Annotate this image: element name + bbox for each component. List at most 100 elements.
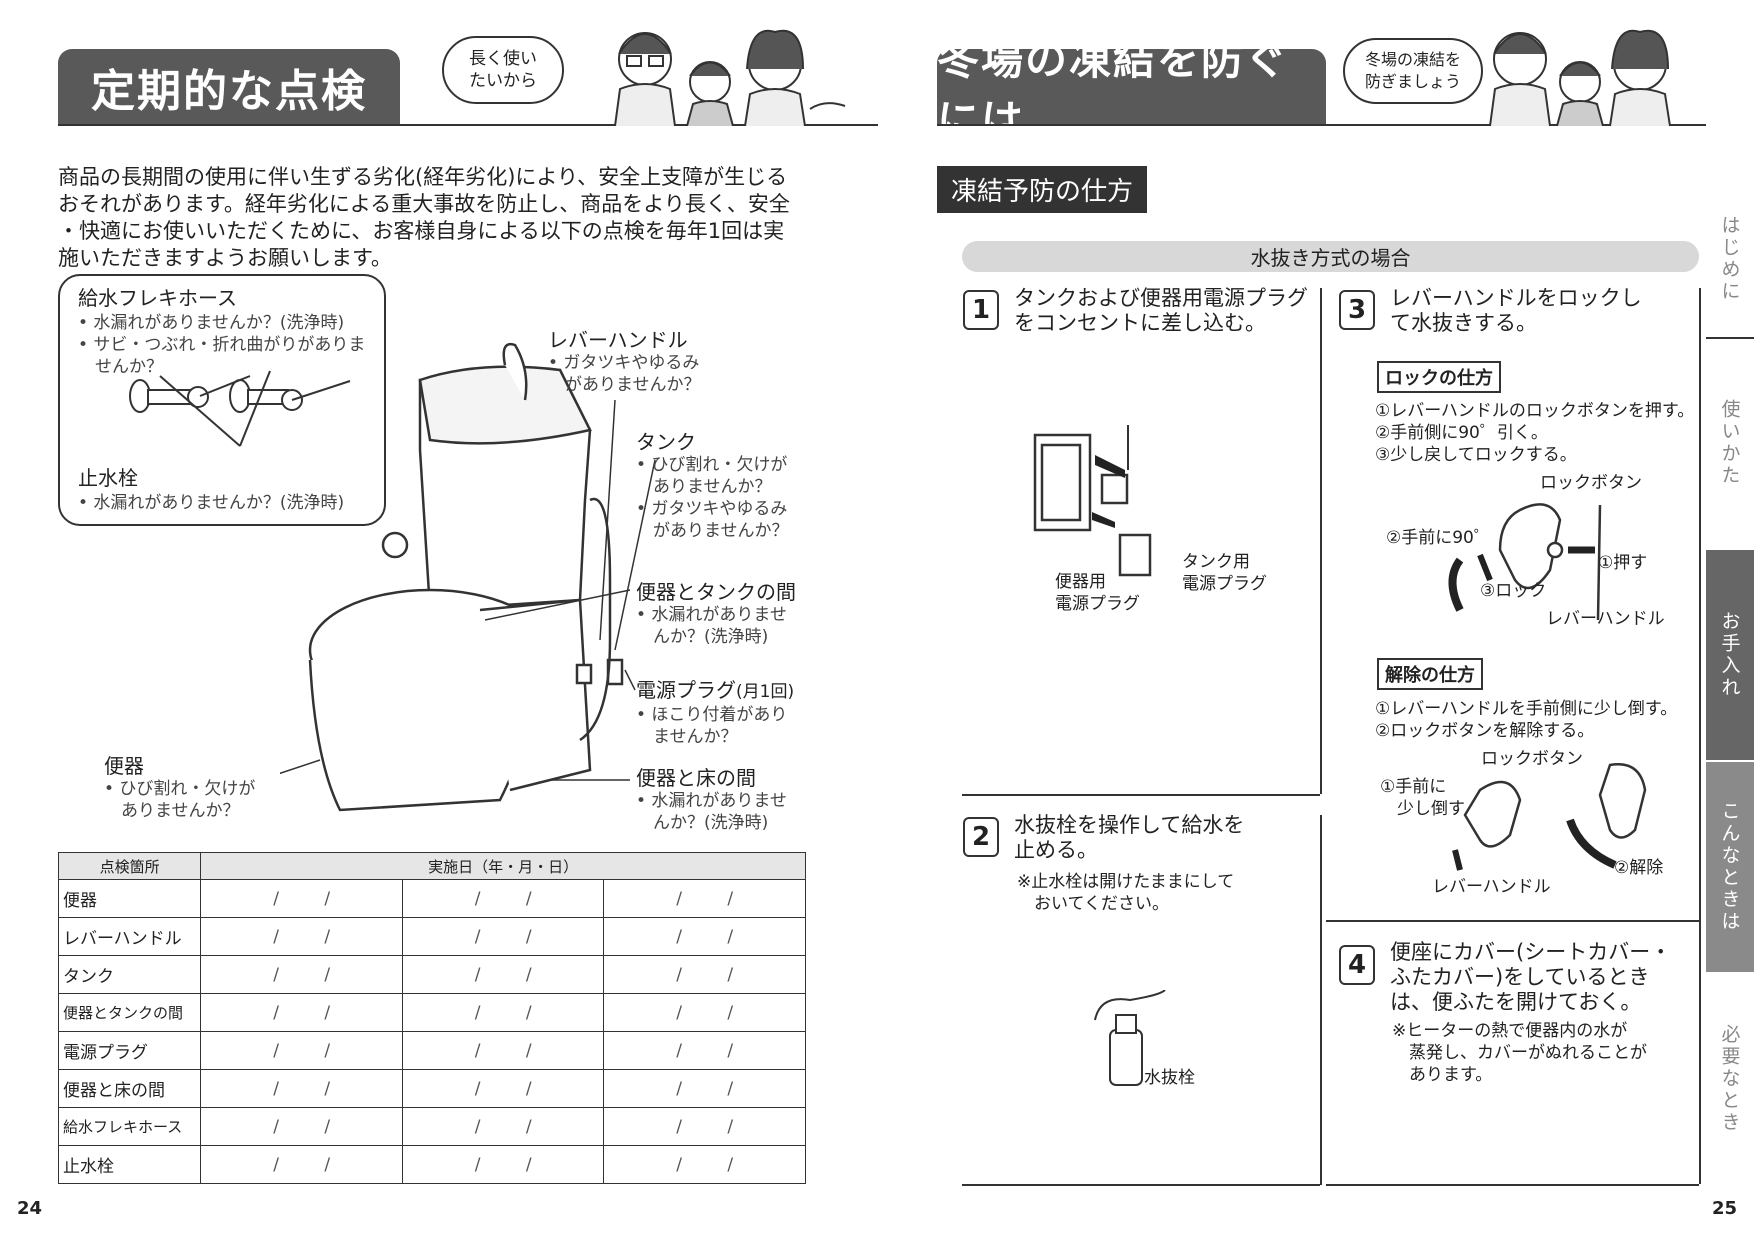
label-bowl-tank-gap: 便器とタンクの間• 水漏れがありませ んか？(洗浄時) xyxy=(636,580,796,647)
release-illustration xyxy=(1452,763,1647,871)
step-number: 1 xyxy=(963,290,999,330)
divider xyxy=(1326,1184,1699,1186)
intro-text: 商品の長期間の使用に伴い生ずる劣化(経年劣化)により、安全上支障が生じる おそれ… xyxy=(58,164,818,272)
date-cell[interactable]: / / xyxy=(603,1069,806,1108)
date-cell[interactable]: / / xyxy=(603,1031,806,1070)
intro-line: ・快適にお使いいただくために、お客様自身による以下の点検を毎年1回は実 xyxy=(58,219,785,243)
inspection-item: 便器 xyxy=(57,879,202,918)
lock-method-title: ロックの仕方 xyxy=(1377,361,1501,393)
table-row: 便器/ // // / xyxy=(57,879,806,918)
side-tab-usage[interactable]: 使いかた xyxy=(1718,399,1741,487)
outlet-plug-illustration xyxy=(1033,425,1152,577)
step4-text: 便座にカバー(シートカバー・ふたカバー)をしているときは、便ふたを開けておく。 xyxy=(1390,940,1672,1014)
date-cell[interactable]: / / xyxy=(200,879,403,918)
date-cell[interactable]: / / xyxy=(401,1107,605,1146)
inspection-item: 便器と床の間 xyxy=(57,1069,202,1108)
side-tab-care[interactable]: お手入れ xyxy=(1706,550,1754,760)
speech-bubble: 冬場の凍結を 防ぎましょう xyxy=(1343,38,1483,104)
date-cell[interactable]: / / xyxy=(200,1031,403,1070)
side-tab-intro[interactable]: はじめに xyxy=(1718,214,1741,303)
date-cell[interactable]: / / xyxy=(200,993,403,1032)
header-rule xyxy=(937,124,1706,126)
date-cell[interactable]: / / xyxy=(200,917,403,956)
table-row: レバーハンドル/ // // / xyxy=(57,917,806,956)
intro-line: 施いただきますようお願いします。 xyxy=(58,246,392,270)
section-heading: 凍結予防の仕方 xyxy=(937,166,1147,213)
table-header: 点検箇所 xyxy=(57,852,202,880)
page-number-right: 25 xyxy=(1712,1198,1738,1219)
divider xyxy=(1699,288,1701,1184)
inspection-item: 給水フレキホース xyxy=(57,1107,202,1146)
label-bowl: 便器• ひび割れ・欠けが ありませんか？ xyxy=(104,754,256,821)
date-cell[interactable]: / / xyxy=(401,1145,605,1184)
divider xyxy=(1320,288,1322,794)
table-row: 電源プラグ/ // // / xyxy=(57,1031,806,1070)
date-cell[interactable]: / / xyxy=(401,993,605,1032)
step-number: 2 xyxy=(963,817,999,857)
inspection-item: タンク xyxy=(57,955,202,994)
label-pull-90: ②手前に90゜ xyxy=(1386,528,1491,548)
date-cell[interactable]: / / xyxy=(200,1107,403,1146)
table-row: 便器と床の間/ // // / xyxy=(57,1069,806,1108)
step2-text: 水抜栓を操作して給水を止める。 xyxy=(1014,813,1245,862)
label-lever-handle: レバーハンドル xyxy=(1432,877,1551,897)
inspection-item: レバーハンドル xyxy=(57,917,202,956)
date-cell[interactable]: / / xyxy=(401,1031,605,1070)
valve-item: • 水漏れがありませんか？(洗浄時) xyxy=(78,493,345,513)
divider xyxy=(1326,920,1699,922)
label-lock: ③ロック xyxy=(1480,581,1547,601)
lock-illustration xyxy=(1448,503,1602,621)
date-cell[interactable]: / / xyxy=(200,1069,403,1108)
label-lock-button: ロックボタン xyxy=(1540,473,1642,493)
label-drain-valve: 水抜栓 xyxy=(1144,1068,1195,1088)
inspection-item: 便器とタンクの間 xyxy=(57,993,202,1032)
divider xyxy=(962,1184,1320,1186)
valve-illustration xyxy=(129,370,351,447)
intro-line: 商品の長期間の使用に伴い生ずる劣化(経年劣化)により、安全上支障が生じる xyxy=(58,165,788,189)
date-cell[interactable]: / / xyxy=(401,1069,605,1108)
family-illustration xyxy=(1489,29,1671,126)
label-tank-plug: タンク用電源プラグ xyxy=(1182,552,1267,594)
date-cell[interactable]: / / xyxy=(401,917,605,956)
inspection-table: 点検箇所実施日（年・月・日） 便器/ // // /レバーハンドル/ // //… xyxy=(57,852,806,1184)
divider xyxy=(962,794,1320,796)
hose-items: • 水漏れがありませんか？(洗浄時)• サビ・つぶれ・折れ曲がりがありま せんか… xyxy=(78,313,366,377)
step-number: 3 xyxy=(1339,290,1375,330)
header-rule xyxy=(58,124,878,126)
valve-title: 止水栓 xyxy=(78,466,138,490)
lock-steps: ①レバーハンドルのロックボタンを押す。②手前側に90゜引く。③少し戻してロックす… xyxy=(1375,401,1695,465)
hose-title: 給水フレキホース xyxy=(78,286,237,310)
side-tab-when-needed[interactable]: 必要なとき xyxy=(1718,1024,1741,1134)
date-cell[interactable]: / / xyxy=(401,879,605,918)
divider xyxy=(1706,337,1754,339)
date-cell[interactable]: / / xyxy=(603,993,806,1032)
label-lever-handle: レバーハンドル xyxy=(1546,609,1665,629)
label-bowl-floor-gap: 便器と床の間• 水漏れがありませ んか？(洗浄時) xyxy=(636,766,787,833)
toilet-illustration xyxy=(280,342,656,812)
date-cell[interactable]: / / xyxy=(200,955,403,994)
date-cell[interactable]: / / xyxy=(603,1107,806,1146)
label-power-plug: 電源プラグ(月1回)• ほこり付着があり ませんか？ xyxy=(636,678,795,747)
step3-text: レバーハンドルをロックして水抜きする。 xyxy=(1390,286,1642,335)
date-cell[interactable]: / / xyxy=(603,955,806,994)
page-number-left: 24 xyxy=(17,1198,43,1219)
label-release: ②解除 xyxy=(1614,858,1664,878)
release-steps: ①レバーハンドルを手前側に少し倒す。②ロックボタンを解除する。 xyxy=(1375,699,1678,741)
label-lock-button: ロックボタン xyxy=(1481,749,1583,769)
step-number: 4 xyxy=(1339,945,1375,985)
page-title-right: 冬場の凍結を防ぐには xyxy=(937,35,1326,145)
date-cell[interactable]: / / xyxy=(603,879,806,918)
intro-line: おそれがあります。経年劣化による重大事故を防止し、商品をより長く、安全 xyxy=(58,192,790,216)
side-tab-troubleshooting[interactable]: こんなときは xyxy=(1706,762,1754,972)
label-bowl-plug: 便器用電源プラグ xyxy=(1055,572,1140,614)
table-row: 給水フレキホース/ // // / xyxy=(57,1107,806,1146)
date-cell[interactable]: / / xyxy=(200,1145,403,1184)
table-row: 便器とタンクの間/ // // / xyxy=(57,993,806,1032)
date-cell[interactable]: / / xyxy=(401,955,605,994)
label-tank: タンク• ひび割れ・欠けが ありませんか？• ガタツキやゆるみ がありませんか？ xyxy=(636,430,789,541)
date-cell[interactable]: / / xyxy=(603,917,806,956)
page-title-left: 定期的な点検 xyxy=(58,49,400,125)
date-cell[interactable]: / / xyxy=(603,1145,806,1184)
step2-note: ※止水栓は開けたままにして おいてください。 xyxy=(1017,872,1235,914)
step1-text: タンクおよび便器用電源プラグをコンセントに差し込む。 xyxy=(1014,286,1308,335)
